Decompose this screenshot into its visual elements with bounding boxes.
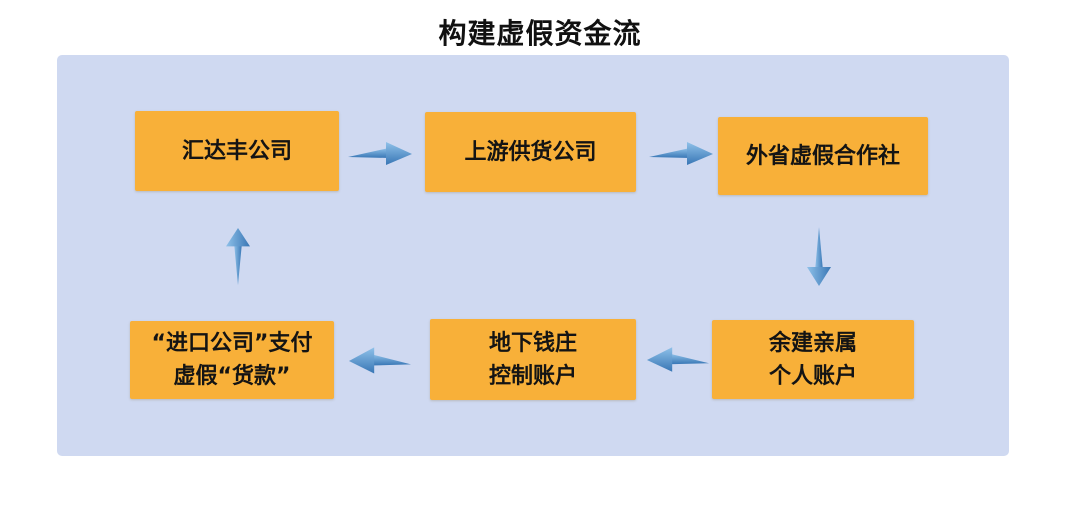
arrow-right-icon [347, 139, 413, 169]
arrow-left-icon [348, 344, 412, 378]
flow-node-upstream-supplier: 上游供货公司 [425, 112, 636, 192]
diagram-title: 构建虚假资金流 [438, 17, 642, 50]
arrow-down-icon [804, 225, 834, 287]
arrow-right-icon [648, 139, 714, 169]
flow-node-huidafeng-company: 汇达丰公司 [135, 111, 339, 191]
flow-node-import-company-payment: “进口公司”支付 虚假“货款” [130, 321, 334, 399]
flow-node-fake-cooperative: 外省虚假合作社 [718, 117, 928, 195]
arrow-left-icon [646, 344, 710, 376]
flow-node-relatives-personal-account: 余建亲属 个人账户 [712, 320, 914, 399]
flow-node-underground-bank-account: 地下钱庄 控制账户 [430, 319, 636, 400]
arrow-up-icon [223, 227, 253, 287]
